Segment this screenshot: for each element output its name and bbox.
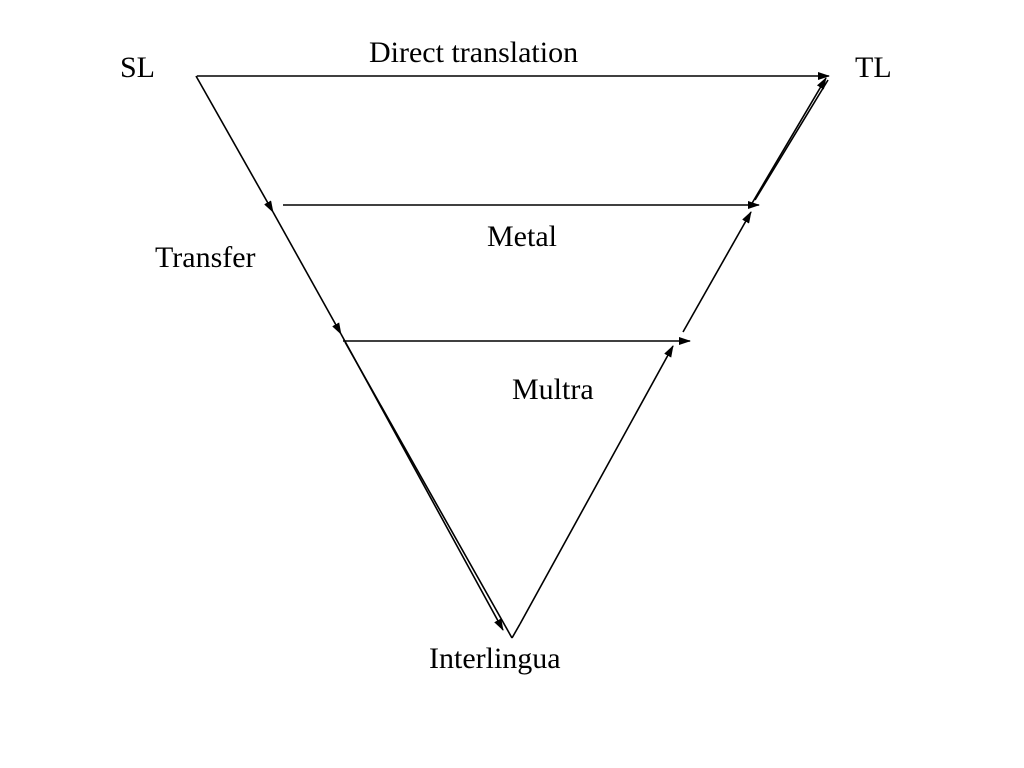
generation-arrow-2	[682, 211, 752, 333]
label-source-language: SL	[120, 51, 156, 84]
generation-arrow-3b	[754, 79, 829, 201]
label-target-language: TL	[855, 51, 892, 84]
analysis-arrow-2	[272, 211, 342, 335]
right-side-line	[511, 623, 521, 639]
label-interlingua: Interlingua	[429, 642, 561, 675]
left-side-line	[344, 341, 513, 639]
label-transfer: Transfer	[155, 241, 256, 274]
label-direct-translation: Direct translation	[369, 36, 579, 69]
label-metal: Metal	[487, 220, 557, 253]
label-multra: Multra	[512, 373, 594, 406]
generation-arrow-3	[750, 77, 827, 206]
generation-arrow-1	[519, 345, 674, 625]
analysis-arrow-1	[195, 75, 274, 213]
